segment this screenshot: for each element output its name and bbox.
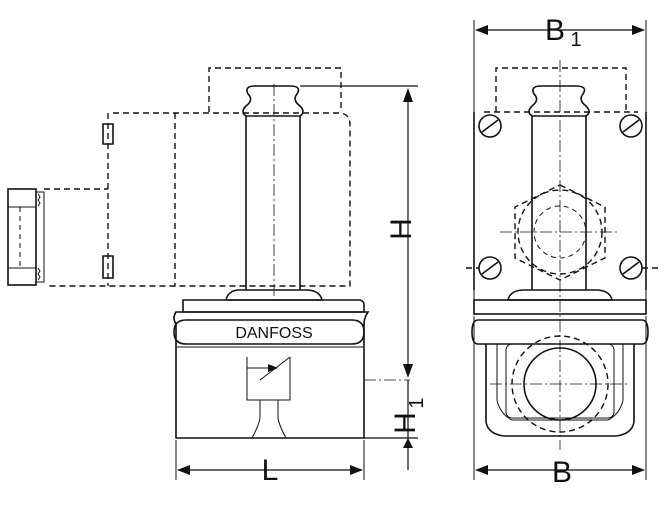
- coil-clip-top: [102, 123, 114, 145]
- hex-nut: [500, 184, 620, 281]
- dim-h-label: H: [385, 218, 418, 240]
- screw-icon: [478, 114, 502, 138]
- dim-b1-label: B: [545, 14, 565, 47]
- gland-nut: [7, 188, 37, 286]
- dim-l-label: L: [262, 454, 279, 487]
- tube-cap: [242, 85, 304, 117]
- screw-icon: [619, 256, 643, 280]
- dim-h1-subscript: 1: [406, 397, 428, 408]
- coil-clip-bottom: [102, 255, 114, 279]
- coil-top-outline: [208, 67, 342, 112]
- coil-body-outline: [48, 112, 351, 287]
- front-view: B 1: [466, 14, 660, 489]
- brand-label: DANFOSS: [235, 325, 312, 342]
- dim-b-label: B: [552, 456, 572, 489]
- screw-icon: [478, 256, 502, 280]
- dim-h1-label: H: [389, 412, 422, 434]
- dimension-b: B: [473, 316, 647, 489]
- valve-body-side: DANFOSS: [173, 299, 410, 439]
- front-coil-top: [495, 67, 627, 112]
- armature-tube: [225, 84, 323, 301]
- dimension-h1: H 1: [364, 380, 428, 470]
- front-port-block: [485, 335, 635, 437]
- front-armature-tube: [528, 60, 590, 450]
- dim-b1-subscript: 1: [570, 29, 581, 51]
- dimension-h: H: [300, 85, 418, 378]
- side-view: DANFOSS H: [7, 67, 428, 487]
- label-band: [173, 319, 365, 345]
- cable-gland: [7, 188, 108, 286]
- flow-arrow-icon: [247, 364, 278, 372]
- screw-icon: [619, 114, 643, 138]
- dimension-l: L: [175, 440, 365, 487]
